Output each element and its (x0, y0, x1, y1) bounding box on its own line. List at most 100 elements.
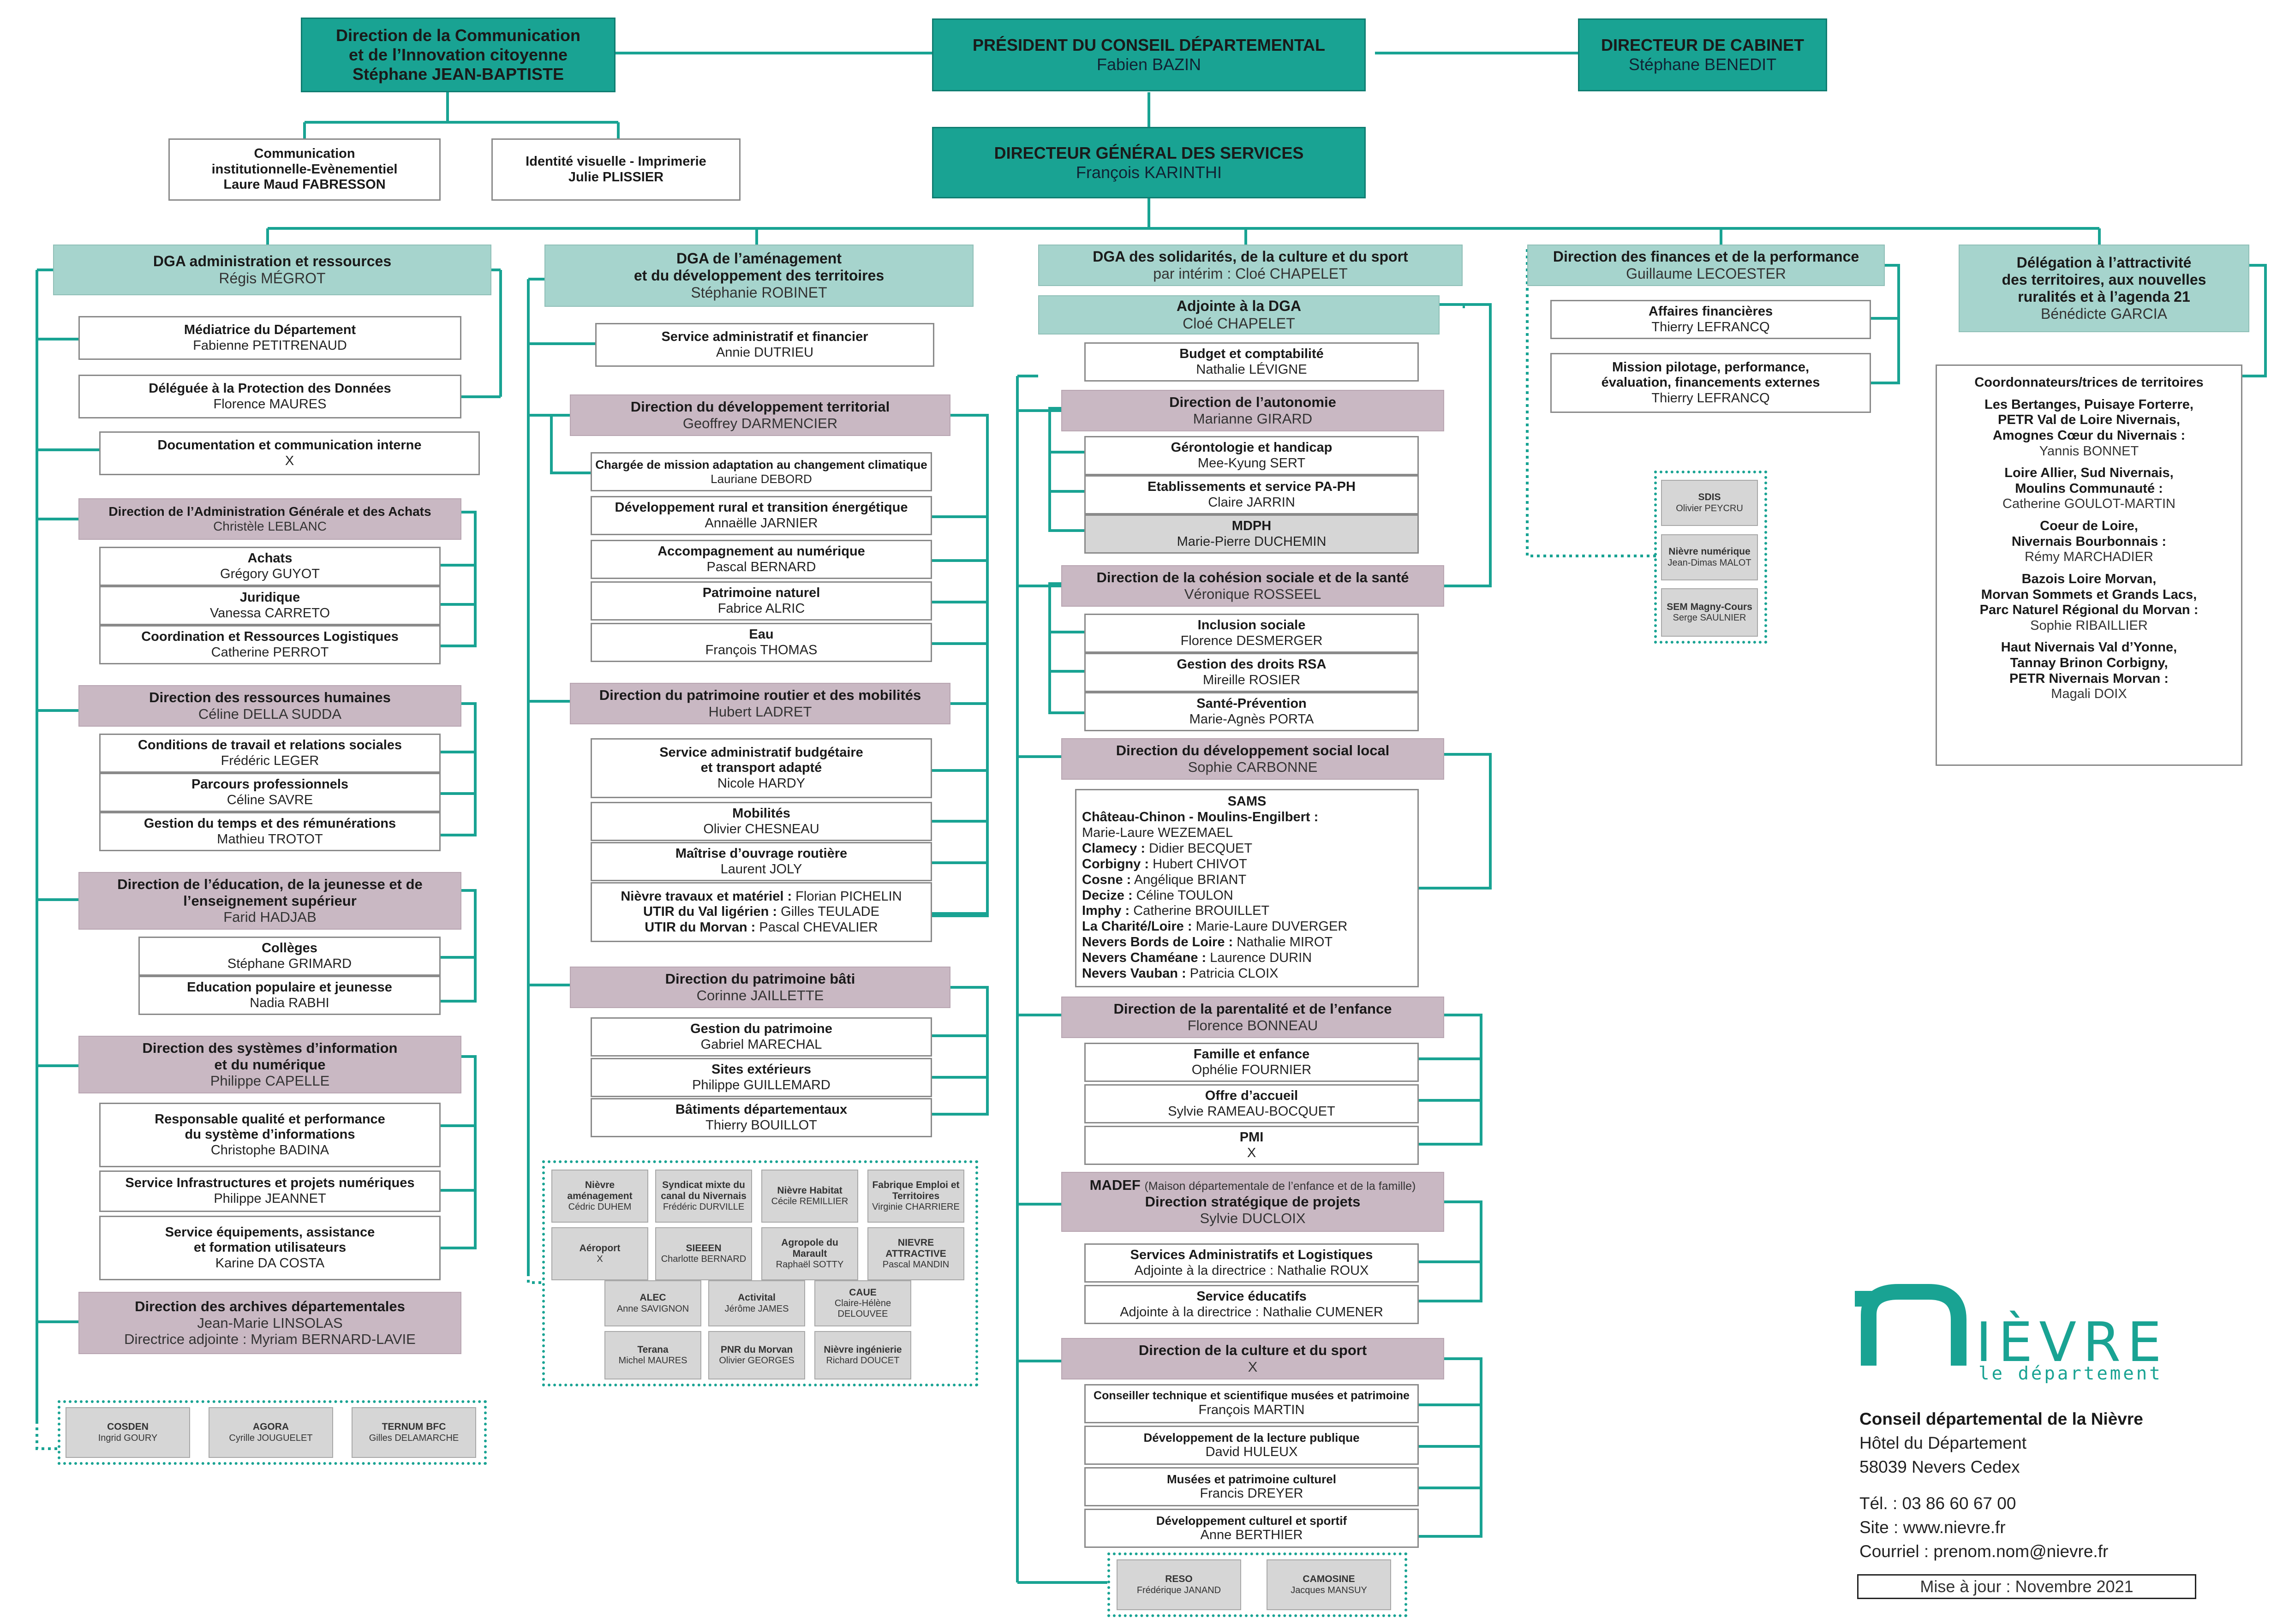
territoire-label: Amognes Cœur du Nivernais : (1992, 428, 2186, 443)
external-group-col3 (1107, 1552, 1407, 1617)
box-colleges: Collèges Stéphane GRIMARD (138, 937, 441, 976)
sams-row: La Charité/Loire : Marie-Laure DUVERGER (1082, 919, 1347, 935)
sams-site-label: Clamecy : (1082, 841, 1146, 856)
box-famille-enfance: Famille et enfance Ophélie FOURNIER (1084, 1043, 1419, 1082)
box-madef: MADEF (Maison départementale de l’enfanc… (1061, 1172, 1444, 1232)
coordonnateur-name: Sophie RIBAILLIER (2030, 618, 2148, 633)
box-comm-institutionnelle: Communication institutionnelle-Evènement… (168, 138, 441, 201)
logo-text: IÈVRE (1976, 1310, 2168, 1374)
box-juridique: Juridique Vanessa CARRETO (99, 586, 441, 625)
sams-site-label: Decize : (1082, 888, 1133, 903)
sams-row: Nevers Chaméane : Laurence DURIN (1082, 950, 1347, 966)
logo-n-icon (1855, 1284, 1966, 1366)
box-service-budgetaire-transport: Service administratif budgétaire et tran… (591, 738, 932, 798)
box-achats: Achats Grégory GUYOT (99, 547, 441, 586)
box-gestion-temps: Gestion du temps et des rémunérations Ma… (99, 812, 441, 851)
territoire-label: Coeur de Loire, (2040, 519, 2138, 533)
box-dga-solidarites: DGA des solidarités, de la culture et du… (1038, 245, 1463, 286)
territoire-label: Morvan Sommets et Grands Lacs, (1981, 587, 2197, 602)
sams-site-label: Nevers Chaméane : (1082, 950, 1207, 966)
sams-site-name: Patricia CLOIX (1189, 966, 1279, 981)
territoire-label: Haut Nivernais Val d’Yonne, (2001, 640, 2177, 655)
territoire-label: Tannay Brinon Corbigny, (2010, 656, 2168, 670)
box-direction-dsi: Direction des systèmes d’information et … (78, 1036, 461, 1093)
sams-site-name: Didier BECQUET (1149, 841, 1253, 856)
box-pmi: PMI X (1084, 1126, 1419, 1165)
box-direction-administration-generale: Direction de l’Administration Générale e… (78, 498, 461, 540)
box-qualite-si: Responsable qualité et performance du sy… (99, 1103, 441, 1167)
box-adjointe-dga: Adjointe à la DGA Cloé CHAPELET (1038, 295, 1440, 334)
sams-site-label: Nevers Vauban : (1082, 966, 1186, 981)
box-budget-comptabilite: Budget et comptabilité Nathalie LÉVIGNE (1084, 342, 1419, 382)
nievre-logo: IÈVRE le département (1855, 1283, 2205, 1384)
external-group-col2 (542, 1160, 978, 1386)
box-mediatrice: Médiatrice du Département Fabienne PETIT… (78, 316, 461, 360)
box-communication: Direction de la Communication et de l’In… (301, 18, 616, 92)
box-direction-finances: Direction des finances et de la performa… (1527, 245, 1885, 286)
box-direction-autonomie: Direction de l’autonomie Marianne GIRARD (1061, 390, 1444, 431)
coordonnateurs-list: Les Bertanges, Puisaye Forterre,PETR Val… (1980, 397, 2199, 709)
territoire-label: Les Bertanges, Puisaye Forterre, (1984, 397, 2193, 412)
territoire-label: Parc Naturel Régional du Morvan : (1979, 603, 2199, 618)
box-mission-adaptation: Chargée de mission adaptation au changem… (591, 452, 932, 491)
contact-block: Conseil départemental de la Nièvre Hôtel… (1859, 1409, 2143, 1561)
box-conditions-travail: Conditions de travail et relations socia… (99, 734, 441, 773)
box-delegation-attractivite: Délégation à l’attractivité des territoi… (1959, 245, 2249, 332)
box-parcours: Parcours professionnels Céline SAVRE (99, 773, 441, 812)
box-direction-cohesion-sociale: Direction de la cohésion sociale et de l… (1061, 565, 1444, 607)
box-maitrise-ouvrage: Maîtrise d’ouvrage routière Laurent JOLY (591, 842, 932, 881)
box-direction-patrimoine-bati: Direction du patrimoine bâti Corinne JAI… (570, 967, 950, 1008)
box-batiments: Bâtiments départementaux Thierry BOUILLO… (591, 1098, 932, 1137)
sams-row: Corbigny : Hubert CHIVOT (1082, 857, 1347, 872)
box-sante-prevention: Santé-Prévention Marie-Agnès PORTA (1084, 692, 1419, 731)
territoire-label: Loire Allier, Sud Nivernais, (2004, 466, 2174, 481)
box-direction-culture-sport: Direction de la culture et du sport X (1061, 1338, 1444, 1379)
box-identite-visuelle: Identité visuelle - Imprimerie Julie PLI… (491, 138, 741, 201)
box-dgs: DIRECTEUR GÉNÉRAL DES SERVICES François … (932, 127, 1366, 198)
box-equipements: Service équipements, assistance et forma… (99, 1216, 441, 1280)
box-direction-patrimoine-routier: Direction du patrimoine routier et des m… (570, 683, 950, 724)
sams-list: Château-Chinon - Moulins-Engilbert : Mar… (1082, 810, 1347, 982)
box-documentation: Documentation et communication interne X (99, 431, 480, 475)
box-mdph: MDPH Marie-Pierre DUCHEMIN (1084, 514, 1419, 554)
box-conseiller-technique: Conseiller technique et scientifique mus… (1084, 1384, 1419, 1423)
coordonnateur-name: Magali DOIX (2051, 687, 2127, 702)
coordonnateur-name: Rémy MARCHADIER (2025, 549, 2153, 565)
box-musees: Musées et patrimoine culturel Francis DR… (1084, 1467, 1419, 1506)
coordonnateur-entry: Les Bertanges, Puisaye Forterre,PETR Val… (1980, 397, 2199, 460)
box-archives: Direction des archives départementales J… (78, 1292, 461, 1354)
box-infrastructures: Service Infrastructures et projets numér… (99, 1170, 441, 1212)
box-direction-developpement-territorial: Direction du développement territorial G… (570, 394, 950, 436)
box-developpement-culturel: Développement culturel et sportif Anne B… (1084, 1509, 1419, 1548)
box-patrimoine-naturel: Patrimoine naturel Fabrice ALRIC (591, 581, 932, 621)
logo-subtitle: le département (1978, 1363, 2163, 1384)
box-mobilites: Mobilités Olivier CHESNEAU (591, 802, 932, 841)
box-service-educatifs: Service éducatifs Adjointe à la directri… (1084, 1285, 1419, 1324)
box-dpo: Déléguée à la Protection des Données Flo… (78, 375, 461, 418)
territoire-label: Moulins Communauté : (2015, 481, 2163, 496)
external-group-col4 (1654, 471, 1767, 644)
box-coordonnateurs: Coordonnateurs/trices de territoires Les… (1936, 364, 2242, 766)
box-direction-rh: Direction des ressources humaines Céline… (78, 685, 461, 727)
sams-row: Imphy : Catherine BROUILLET (1082, 903, 1347, 919)
box-direction-education: Direction de l’éducation, de la jeunesse… (78, 872, 461, 930)
box-gestion-patrimoine: Gestion du patrimoine Gabriel MARECHAL (591, 1017, 932, 1057)
box-developpement-rural: Développement rural et transition énergé… (591, 496, 932, 535)
sams-row: Marie-Laure WEZEMAEL (1082, 825, 1347, 841)
sams-site-name: Marie-Laure DUVERGER (1195, 919, 1348, 934)
box-eau: Eau François THOMAS (591, 623, 932, 662)
